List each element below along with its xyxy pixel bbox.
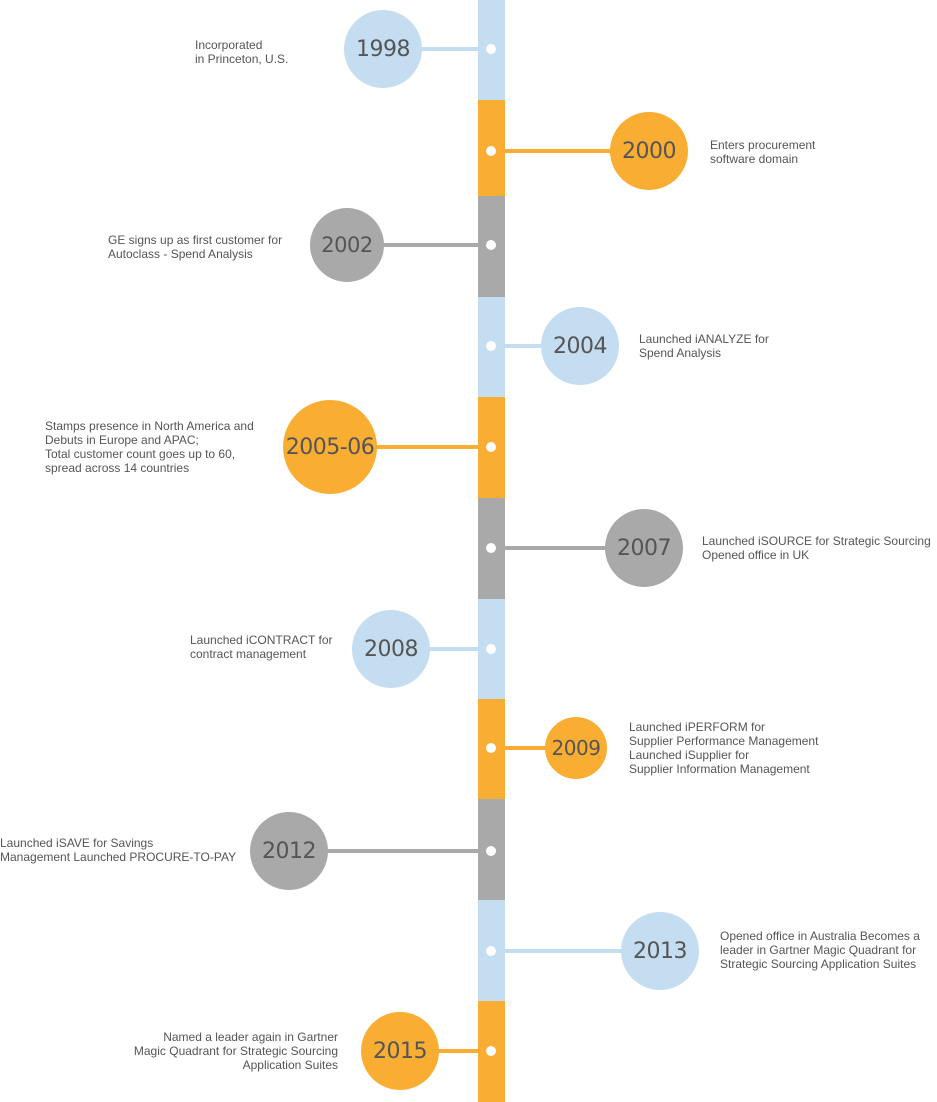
event-description: Named a leader again in Gartner Magic Qu… (133, 1030, 338, 1072)
event-description: Launched iSOURCE for Strategic Sourcing … (702, 534, 931, 562)
timeline-dot (486, 543, 496, 553)
timeline-connector (437, 1049, 478, 1053)
year-circle: 2000 (610, 112, 688, 190)
timeline-connector (505, 149, 612, 153)
timeline-dot (486, 442, 496, 452)
year-circle: 2005-06 (283, 400, 377, 494)
year-circle: 2012 (250, 812, 328, 890)
timeline-dot (486, 1046, 496, 1056)
year-circle: 2004 (541, 307, 619, 385)
year-circle: 2008 (352, 610, 430, 688)
event-description: Incorporated in Princeton, U.S. (195, 38, 289, 66)
timeline-dot (486, 146, 496, 156)
year-circle: 2015 (361, 1012, 439, 1090)
event-description: Enters procurement software domain (710, 138, 816, 166)
timeline-connector (428, 647, 478, 651)
event-description: Launched iPERFORM for Supplier Performan… (629, 720, 819, 776)
year-circle: 2007 (605, 509, 683, 587)
year-circle: 2009 (545, 717, 607, 779)
event-description: Launched iANALYZE for Spend Analysis (639, 332, 769, 360)
event-description: Opened office in Australia Becomes a lea… (720, 929, 920, 971)
timeline-dot (486, 846, 496, 856)
timeline-connector (375, 445, 478, 449)
timeline-connector (505, 546, 607, 550)
timeline-connector (505, 344, 543, 348)
timeline-connector (326, 849, 478, 853)
timeline-connector (505, 949, 623, 953)
timeline-dot (486, 240, 496, 250)
timeline-dot (486, 644, 496, 654)
timeline-dot (486, 44, 496, 54)
year-circle: 2002 (310, 208, 384, 282)
timeline-connector (505, 746, 547, 750)
event-description: GE signs up as first customer for Autocl… (108, 233, 283, 261)
event-description: Stamps presence in North America and Deb… (45, 419, 254, 475)
timeline-dot (486, 946, 496, 956)
timeline-connector (382, 243, 478, 247)
timeline-dot (486, 743, 496, 753)
year-circle: 2013 (621, 912, 699, 990)
event-description: Launched iSAVE for Savings Management La… (0, 836, 237, 864)
event-description: Launched iCONTRACT for contract manageme… (190, 633, 333, 661)
timeline-dot (486, 341, 496, 351)
timeline-connector (420, 47, 478, 51)
year-circle: 1998 (344, 10, 422, 88)
